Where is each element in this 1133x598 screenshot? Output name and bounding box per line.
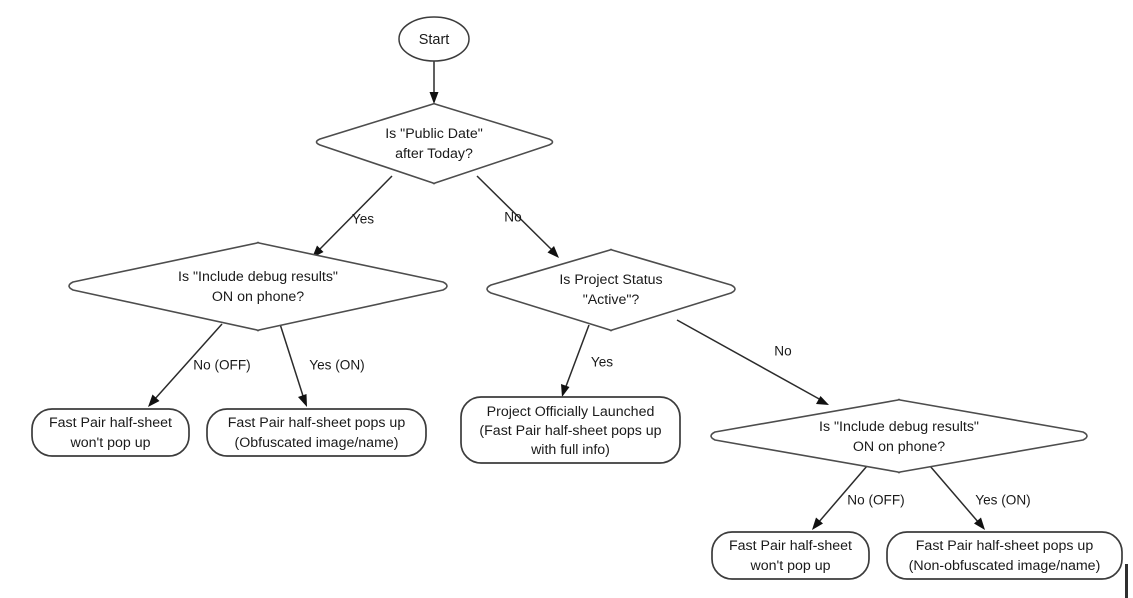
node-decision-project-status-line2: "Active"?: [583, 292, 640, 308]
node-decision-debug-right-line1: Is "Include debug results": [819, 419, 979, 435]
node-result-right-no[interactable]: Fast Pair half-sheet won't pop up: [711, 531, 870, 580]
node-decision-public-date-line2: after Today?: [395, 146, 473, 162]
edge-public-date-no: No: [476, 175, 559, 258]
node-result-left-no[interactable]: Fast Pair half-sheet won't pop up: [31, 408, 190, 457]
node-result-left-yes-line1: Fast Pair half-sheet pops up: [228, 415, 406, 431]
node-start[interactable]: Start: [398, 16, 470, 62]
node-result-launched[interactable]: Project Officially Launched (Fast Pair h…: [460, 396, 681, 464]
node-result-right-no-line1: Fast Pair half-sheet: [729, 538, 852, 554]
edge-start-to-public-date: [429, 61, 439, 104]
edge-label-project-status-no: No: [774, 344, 791, 359]
node-start-label: Start: [419, 32, 450, 48]
edge-debug-left-no: No (OFF): [148, 323, 251, 407]
edge-label-public-date-yes: Yes: [352, 212, 374, 227]
node-decision-public-date-line1: Is "Public Date": [385, 126, 483, 142]
node-result-left-yes-line2: (Obfuscated image/name): [234, 435, 398, 451]
node-decision-project-status-line1: Is Project Status: [559, 272, 662, 288]
edge-debug-right-no: No (OFF): [812, 465, 905, 530]
node-result-launched-line3: with full info): [530, 442, 610, 458]
node-result-right-yes-line1: Fast Pair half-sheet pops up: [916, 538, 1094, 554]
node-result-right-yes[interactable]: Fast Pair half-sheet pops up (Non-obfusc…: [886, 531, 1123, 580]
edge-label-project-status-yes: Yes: [591, 355, 613, 370]
page-edge-artifact: [1125, 564, 1128, 598]
node-decision-debug-right-line2: ON on phone?: [853, 439, 945, 455]
edge-debug-right-yes: Yes (ON): [929, 465, 1031, 530]
edge-label-debug-left-yes: Yes (ON): [309, 358, 364, 373]
node-decision-debug-left-line2: ON on phone?: [212, 289, 304, 305]
node-result-launched-line2: (Fast Pair half-sheet pops up: [479, 423, 661, 439]
edge-label-debug-left-no: No (OFF): [193, 358, 250, 373]
node-result-right-no-line2: won't pop up: [749, 558, 830, 574]
node-decision-project-status[interactable]: Is Project Status "Active"?: [486, 248, 736, 332]
node-decision-debug-right[interactable]: Is "Include debug results" ON on phone?: [710, 398, 1088, 474]
node-result-left-no-line1: Fast Pair half-sheet: [49, 415, 172, 431]
edge-project-status-yes: Yes: [561, 324, 613, 397]
node-decision-debug-left[interactable]: Is "Include debug results" ON on phone?: [68, 241, 448, 332]
node-decision-debug-left-line1: Is "Include debug results": [178, 269, 338, 285]
node-result-launched-line1: Project Officially Launched: [487, 404, 655, 420]
edge-public-date-yes: Yes: [312, 175, 393, 258]
edge-label-debug-right-yes: Yes (ON): [975, 493, 1030, 508]
edge-project-status-no: No: [676, 319, 829, 405]
edge-label-debug-right-no: No (OFF): [847, 493, 904, 508]
edge-debug-left-yes: Yes (ON): [279, 323, 365, 407]
node-decision-public-date[interactable]: Is "Public Date" after Today?: [315, 102, 554, 185]
edge-label-public-date-no: No: [504, 210, 521, 225]
node-result-left-no-line2: won't pop up: [69, 435, 150, 451]
node-result-right-yes-line2: (Non-obfuscated image/name): [909, 558, 1101, 574]
node-result-left-yes[interactable]: Fast Pair half-sheet pops up (Obfuscated…: [206, 408, 427, 457]
